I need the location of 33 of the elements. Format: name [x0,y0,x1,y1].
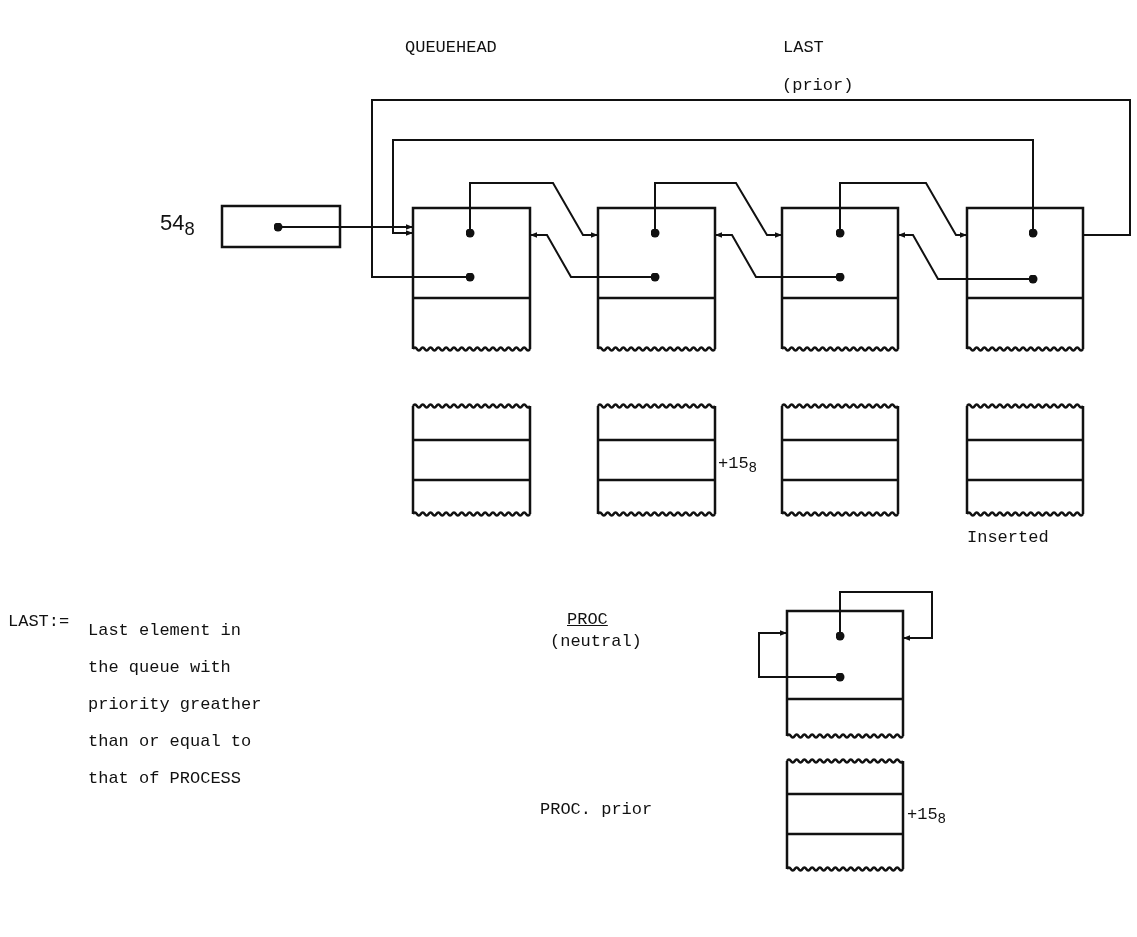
record-fragment-box [782,403,898,517]
definition-text: Last element in the queue with priority greather than or equal to that of PROCESS [88,620,263,790]
record-fragment-box [598,403,715,517]
offset-label: +15$_{8}$ [718,454,758,478]
link-pointer [714,232,845,282]
queue-element-box [787,611,903,739]
link-pointer [758,630,845,682]
link-pointer [529,232,660,282]
link-pointer [835,591,933,641]
record-fragment-box [967,403,1083,517]
link-pointer [835,182,968,238]
field-label: PROC. prior [540,800,653,821]
queue-element-box [598,208,715,352]
element-label: Inserted [967,528,1049,549]
queue-element-box [967,208,1083,352]
record-fragment-box [413,403,530,517]
link-pointer [392,139,1038,238]
link-pointer [897,232,1038,284]
field-label: +15$_{8}$ [907,805,947,829]
pointer-label: (prior) [782,76,854,97]
pointer-label: QUEUEHEAD [405,38,497,59]
value-label: 54$_{8}$ [160,210,195,241]
queue-element-box [782,208,898,352]
queue-element-box [413,208,530,352]
pointer-box [222,206,340,247]
link-pointer [465,182,599,238]
definition-term: LAST:= [8,612,70,633]
pointer-arrow [273,222,414,232]
pointer-label: LAST [783,38,824,59]
record-fragment-box [787,758,903,872]
pointer-label: (neutral) [550,632,642,653]
link-pointer [650,182,783,238]
pointer-label: PROC [567,610,608,631]
